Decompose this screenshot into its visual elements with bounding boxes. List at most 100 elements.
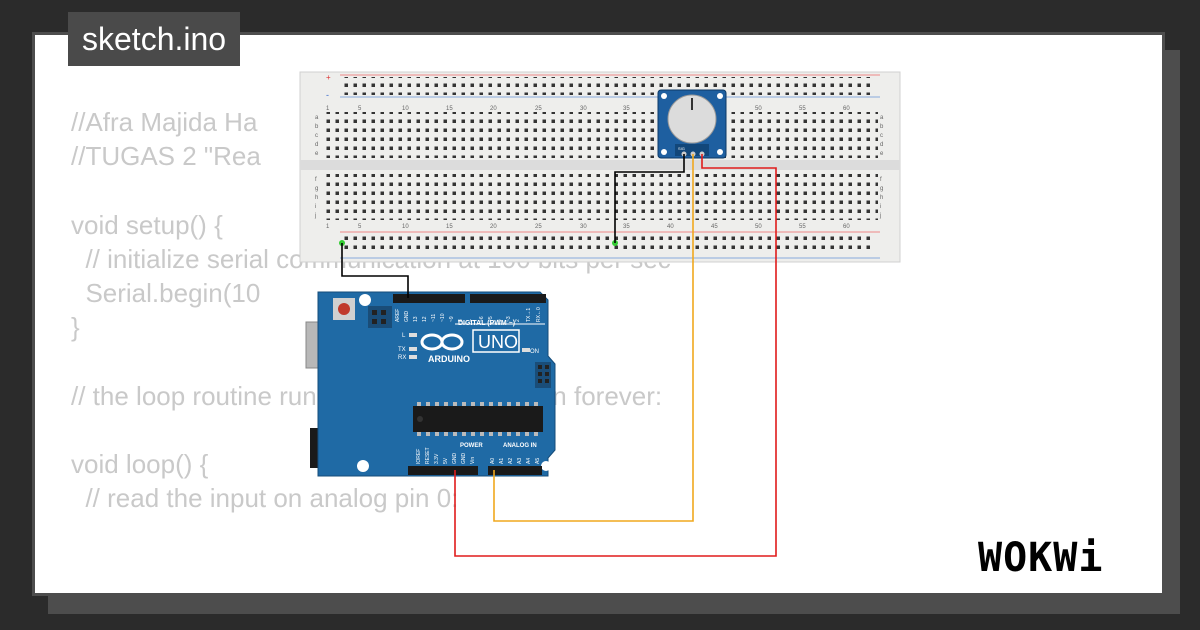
- row-letter: j: [314, 213, 316, 219]
- atmega-chip: [413, 406, 543, 432]
- analog-pin-label: A0: [490, 458, 496, 464]
- reset-button[interactable]: [338, 303, 350, 315]
- digital-pin-label: ~6: [479, 316, 485, 322]
- column-number: 10: [402, 224, 409, 230]
- column-number: 50: [755, 224, 762, 230]
- led-l-label: L: [402, 333, 406, 339]
- column-number: 50: [755, 106, 762, 112]
- rail-minus-label: -: [326, 90, 329, 100]
- digital-pin-label: ~3: [506, 316, 512, 322]
- wire-pot-gnd: [614, 154, 685, 243]
- power-pin-label: 5V: [443, 457, 449, 464]
- row-letter: b: [880, 124, 884, 130]
- power-pin-label: RESET: [425, 447, 431, 464]
- wire-pot-vcc: [454, 154, 777, 557]
- wire-gnd-rail: [341, 243, 409, 298]
- row-letter: b: [315, 124, 319, 130]
- digital-pin-label: ~5: [488, 316, 494, 322]
- digital-header-right: [470, 294, 546, 303]
- digital-label: DIGITAL (PWM ~): [458, 320, 515, 327]
- row-letter: g: [880, 186, 883, 192]
- digital-pin-label: 13: [413, 316, 419, 322]
- board-name: UNO: [478, 332, 518, 352]
- row-letter: f: [315, 177, 317, 183]
- column-number: 60: [843, 106, 850, 112]
- power-pin-label: Vin: [470, 457, 476, 464]
- digital-pin-label: GND: [404, 311, 410, 323]
- power-pin-label: GND: [461, 453, 467, 465]
- wires: [341, 154, 777, 557]
- analog-pin-label: A5: [535, 458, 541, 464]
- digital-pin-label: RX←0: [536, 307, 542, 322]
- power-pin-label: IOREF: [416, 449, 422, 464]
- row-letter: h: [315, 195, 318, 201]
- power-pin-label: 3.3V: [434, 453, 440, 464]
- wire-pot-signal: [493, 154, 694, 522]
- digital-pin-label: 2: [515, 319, 521, 322]
- column-number: 30: [580, 224, 587, 230]
- column-number: 55: [799, 106, 806, 112]
- analog-pin-label: A1: [499, 458, 505, 464]
- rail-plus-label: +: [326, 73, 331, 82]
- column-number: 35: [623, 224, 630, 230]
- analog-label: ANALOG IN: [503, 443, 537, 449]
- row-letter: a: [315, 115, 319, 121]
- power-pin-label: GND: [452, 453, 458, 465]
- column-number: 20: [490, 106, 497, 112]
- digital-pin-label: TX→1: [526, 308, 532, 322]
- row-letter: d: [880, 142, 883, 148]
- potentiometer[interactable]: SIG: [657, 89, 727, 159]
- digital-pin-label: 12: [422, 316, 428, 322]
- on-label: ON: [530, 349, 539, 355]
- analog-pin-label: A4: [526, 458, 532, 464]
- column-number: 40: [667, 224, 674, 230]
- digital-pin-label: 7: [470, 319, 476, 322]
- column-number: 25: [535, 106, 542, 112]
- power-header: [408, 466, 478, 475]
- analog-pin-label: A2: [508, 458, 514, 464]
- row-letter: c: [880, 133, 883, 139]
- row-letter: i: [315, 204, 316, 210]
- row-letter: h: [880, 195, 883, 201]
- potentiometer-knob[interactable]: [667, 94, 717, 144]
- column-number: 55: [799, 224, 806, 230]
- column-number: 60: [843, 224, 850, 230]
- digital-pin-label: AREF: [395, 309, 401, 322]
- column-number: 10: [402, 106, 409, 112]
- analog-header: [488, 466, 542, 475]
- column-number: 25: [535, 224, 542, 230]
- column-number: 1: [326, 224, 330, 230]
- column-number: 15: [446, 106, 453, 112]
- column-number: 1: [326, 106, 330, 112]
- row-letter: i: [880, 204, 881, 210]
- row-letter: f: [880, 177, 882, 183]
- digital-pin-label: 8: [458, 319, 464, 322]
- row-letter: d: [315, 142, 318, 148]
- column-number: 30: [580, 106, 587, 112]
- analog-pin-label: A3: [517, 458, 523, 464]
- sketch-filename: sketch.ino: [68, 12, 241, 66]
- row-letter: c: [315, 133, 318, 139]
- row-letter: j: [879, 213, 881, 219]
- column-number: 5: [358, 106, 362, 112]
- digital-pin-label: 4: [497, 319, 503, 322]
- row-letter: e: [315, 151, 319, 157]
- row-letter: a: [880, 115, 884, 121]
- row-letter: g: [315, 186, 318, 192]
- tx-label: TX: [398, 347, 406, 353]
- column-number: 20: [490, 224, 497, 230]
- digital-header-left: [393, 294, 465, 303]
- power-label: POWER: [460, 443, 483, 449]
- column-number: 35: [623, 106, 630, 112]
- digital-pin-label: ~9: [449, 316, 455, 322]
- brand-label: ARDUINO: [428, 354, 470, 364]
- arduino-logo: ARDUINO: [420, 333, 470, 364]
- row-letter: e: [880, 151, 884, 157]
- column-number: 15: [446, 224, 453, 230]
